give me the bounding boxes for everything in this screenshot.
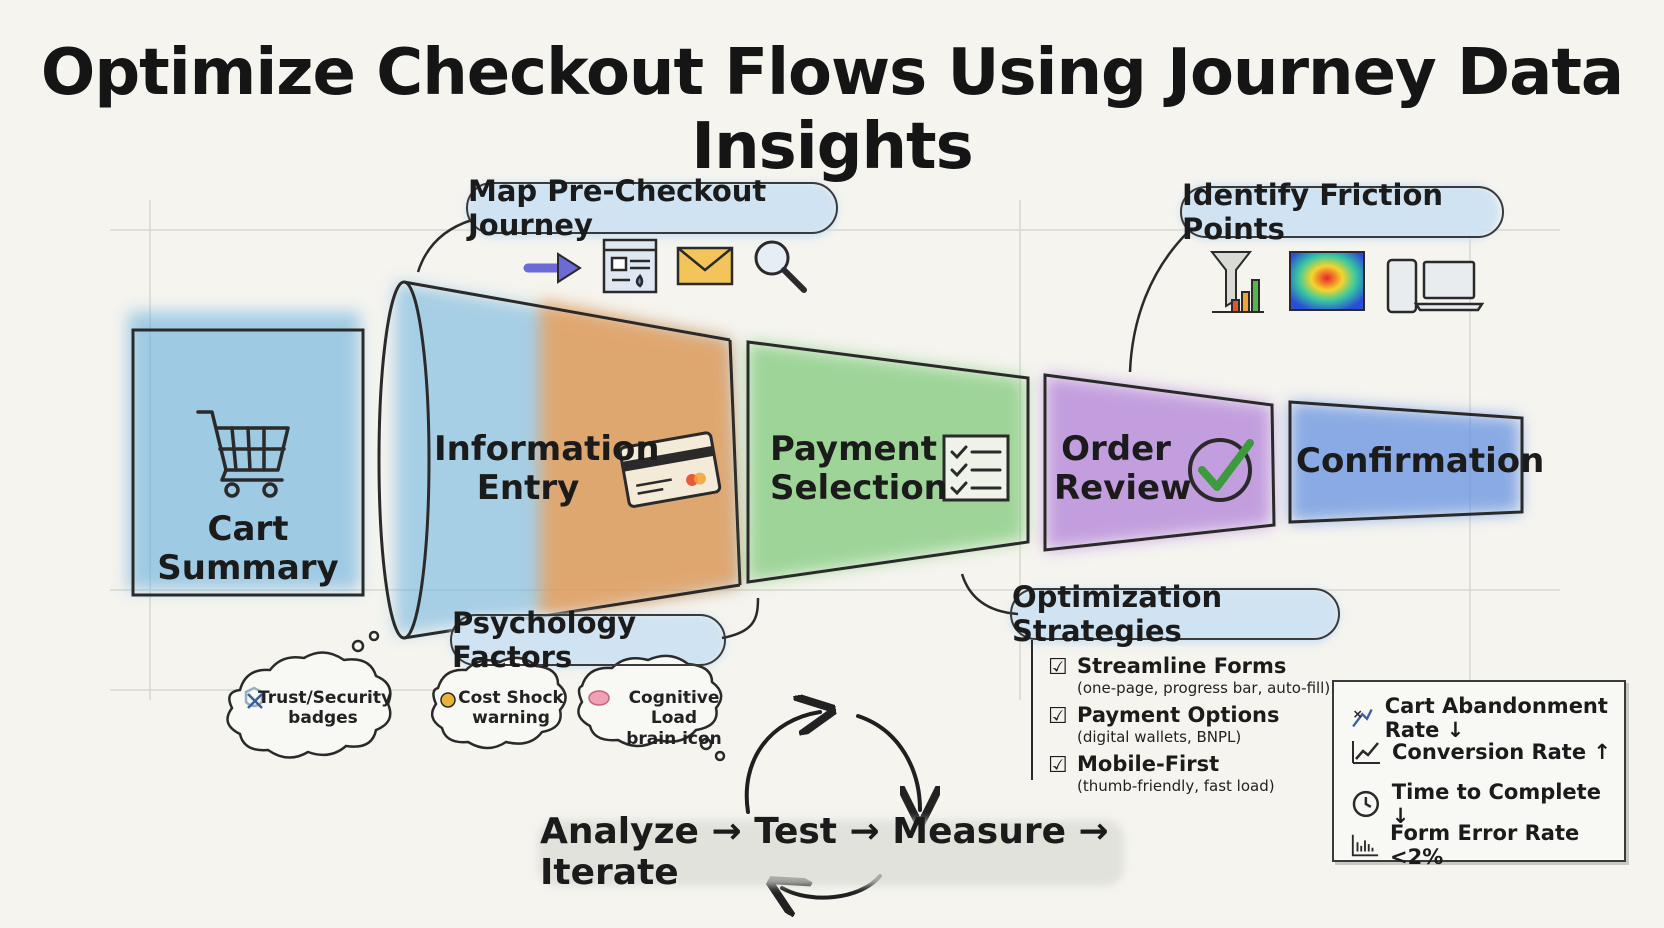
strategy-detail: (thumb-friendly, fast load) xyxy=(1077,777,1275,795)
stage-label-cart-summary: Cart Summary xyxy=(133,509,363,589)
stage-label-line: Entry xyxy=(476,468,580,509)
page-title: Optimize Checkout Flows Using Journey Da… xyxy=(40,36,1624,184)
stage-label-line: Payment xyxy=(770,429,938,469)
trend-up-icon xyxy=(1352,741,1380,764)
cloud-line: Cost Shock xyxy=(458,688,564,708)
stage-label-line: Cart xyxy=(207,509,289,549)
stage-label-line: Selection xyxy=(770,468,948,509)
arrow-right-icon xyxy=(523,252,582,284)
stage-label-line: Summary xyxy=(157,548,339,589)
clock-icon xyxy=(1352,790,1380,818)
strategy-detail: (digital wallets, BNPL) xyxy=(1077,728,1242,746)
stage-label-line: Information xyxy=(434,429,660,469)
cloud-cost-shock: Cost Shock warning xyxy=(452,688,570,729)
checkbox-checked-icon: ☑ xyxy=(1048,704,1068,729)
friction-callout: Identify Friction Points xyxy=(1180,178,1504,246)
credit-card-icon xyxy=(618,431,722,508)
metric-cart-abandonment: Cart Abandonment Rate ↓ xyxy=(1350,694,1624,742)
shopping-cart-icon xyxy=(196,410,290,498)
stage-label-line: Order xyxy=(1061,429,1171,469)
strategy-item-forms: ☑ Streamline Forms (one-page, progress ba… xyxy=(1048,654,1330,697)
stage-label-payment-selection: Payment Selection xyxy=(770,429,948,509)
cycle-wash xyxy=(538,820,1124,886)
webpage-icon xyxy=(602,238,658,294)
stage-payment-selection xyxy=(746,340,1030,584)
stage-confirmation xyxy=(1288,400,1524,524)
optimization-callout: Optimization Strategies xyxy=(1010,580,1340,648)
metric-label: Time to Complete ↓ xyxy=(1391,780,1601,828)
cloud-line: warning xyxy=(472,708,550,729)
shield-x-icon xyxy=(244,686,264,709)
metric-label: Conversion Rate ↑ xyxy=(1392,740,1611,764)
strategy-item-mobile: ☑ Mobile-First (thumb-friendly, fast load… xyxy=(1048,752,1275,795)
magnifier-icon xyxy=(754,240,807,293)
strategy-title: Streamline Forms xyxy=(1077,654,1287,678)
checkmark-circle-icon xyxy=(1188,438,1254,502)
cycle-label: Analyze → Test → Measure → Iterate xyxy=(540,811,1109,893)
checkbox-checked-icon: ☑ xyxy=(1048,655,1068,680)
cart-abandon-icon xyxy=(1352,708,1373,728)
cloud-line: badges xyxy=(288,708,358,729)
stage-label-line: Review xyxy=(1054,468,1192,509)
metric-label: Cart Abandonment Rate ↓ xyxy=(1384,694,1608,742)
stage-order-review xyxy=(1043,373,1276,552)
cloud-cognitive-load: Cognitive Load brain icon xyxy=(604,688,744,749)
stage-cart-summary xyxy=(128,312,365,597)
pre-checkout-callout: Map Pre-Checkout Journey xyxy=(466,174,838,242)
cloud-line: Trust/Security xyxy=(258,688,393,708)
metric-conversion: Conversion Rate ↑ xyxy=(1350,737,1611,767)
metric-time-to-complete: Time to Complete ↓ xyxy=(1350,780,1624,828)
metrics-panel: Cart Abandonment Rate ↓ Conversion Rate … xyxy=(1332,680,1626,869)
psychology-callout: Psychology Factors xyxy=(450,606,726,674)
heatmap-icon xyxy=(1289,251,1365,311)
brain-icon xyxy=(588,690,610,706)
checkbox-checked-icon: ☑ xyxy=(1048,753,1068,778)
checklist-icon xyxy=(942,434,1010,502)
stage-label-order-review: Order Review xyxy=(1054,429,1192,509)
cloud-line: Cognitive Load xyxy=(628,688,720,729)
money-bag-icon xyxy=(440,692,456,708)
envelope-icon xyxy=(676,246,734,286)
metric-label: Form Error Rate <2% xyxy=(1389,821,1580,869)
stage-label-information-entry: Information Entry xyxy=(434,429,660,509)
metric-form-error: Form Error Rate <2% xyxy=(1350,821,1624,869)
strategy-item-payment: ☑ Payment Options (digital wallets, BNPL) xyxy=(1048,703,1279,746)
stage-label-confirmation: Confirmation xyxy=(1296,441,1545,481)
devices-icon xyxy=(1386,258,1485,314)
strategy-detail: (one-page, progress bar, auto-fill) xyxy=(1077,679,1331,697)
strategy-title: Mobile-First xyxy=(1077,752,1220,776)
strategy-title: Payment Options xyxy=(1077,703,1280,727)
pill-washes xyxy=(450,182,1500,668)
thought-clouds xyxy=(226,630,726,762)
funnel-chart-icon xyxy=(1209,251,1264,313)
cloud-trust-security: Trust/Security badges xyxy=(258,688,393,729)
cloud-line: brain icon xyxy=(626,728,722,749)
form-chart-icon xyxy=(1351,834,1379,857)
